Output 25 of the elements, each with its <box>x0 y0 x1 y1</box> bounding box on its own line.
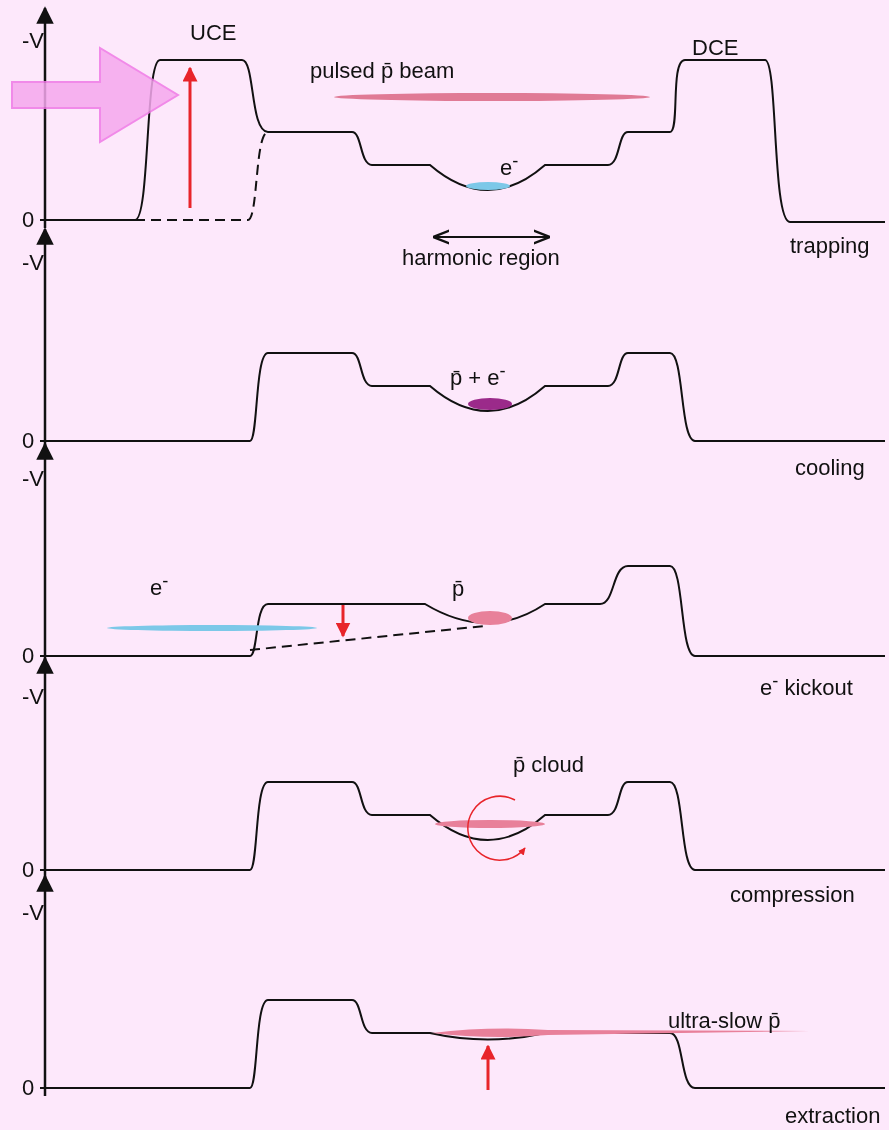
region-label: harmonic region <box>402 245 560 271</box>
stage-label: cooling <box>795 455 865 481</box>
axis-label: 0 <box>22 428 35 454</box>
particle-label: p̄ cloud <box>513 752 584 778</box>
element-label: DCE <box>692 35 739 61</box>
stage-label: trapping <box>790 233 870 259</box>
axis-label: 0 <box>22 643 35 669</box>
axis-label: 0 <box>22 207 35 233</box>
axis-label: -V <box>22 684 44 710</box>
axis-label: 0 <box>22 857 35 883</box>
axis-label: 0 <box>22 1075 35 1101</box>
stage-label: extraction <box>785 1103 881 1129</box>
particle-label: e$^{-}$ <box>150 569 169 602</box>
beam-label: pulsed p̄ beam <box>310 58 455 84</box>
axis-label: -V <box>22 900 44 926</box>
axis-label: -V <box>22 466 44 492</box>
particle-label: e$^{-}$ <box>500 149 519 182</box>
stage-label: e$^{-}$ kickout <box>760 669 853 702</box>
axis-label: -V <box>22 250 44 276</box>
particle-label: ultra-slow p̄ <box>668 1008 781 1034</box>
particle-label: p̄ <box>452 576 465 602</box>
stage-label: compression <box>730 882 855 908</box>
particle-label: p̄ + e$^{-}$ <box>450 359 506 392</box>
axis-label: -V <box>22 28 44 54</box>
element-label: UCE <box>190 20 237 46</box>
